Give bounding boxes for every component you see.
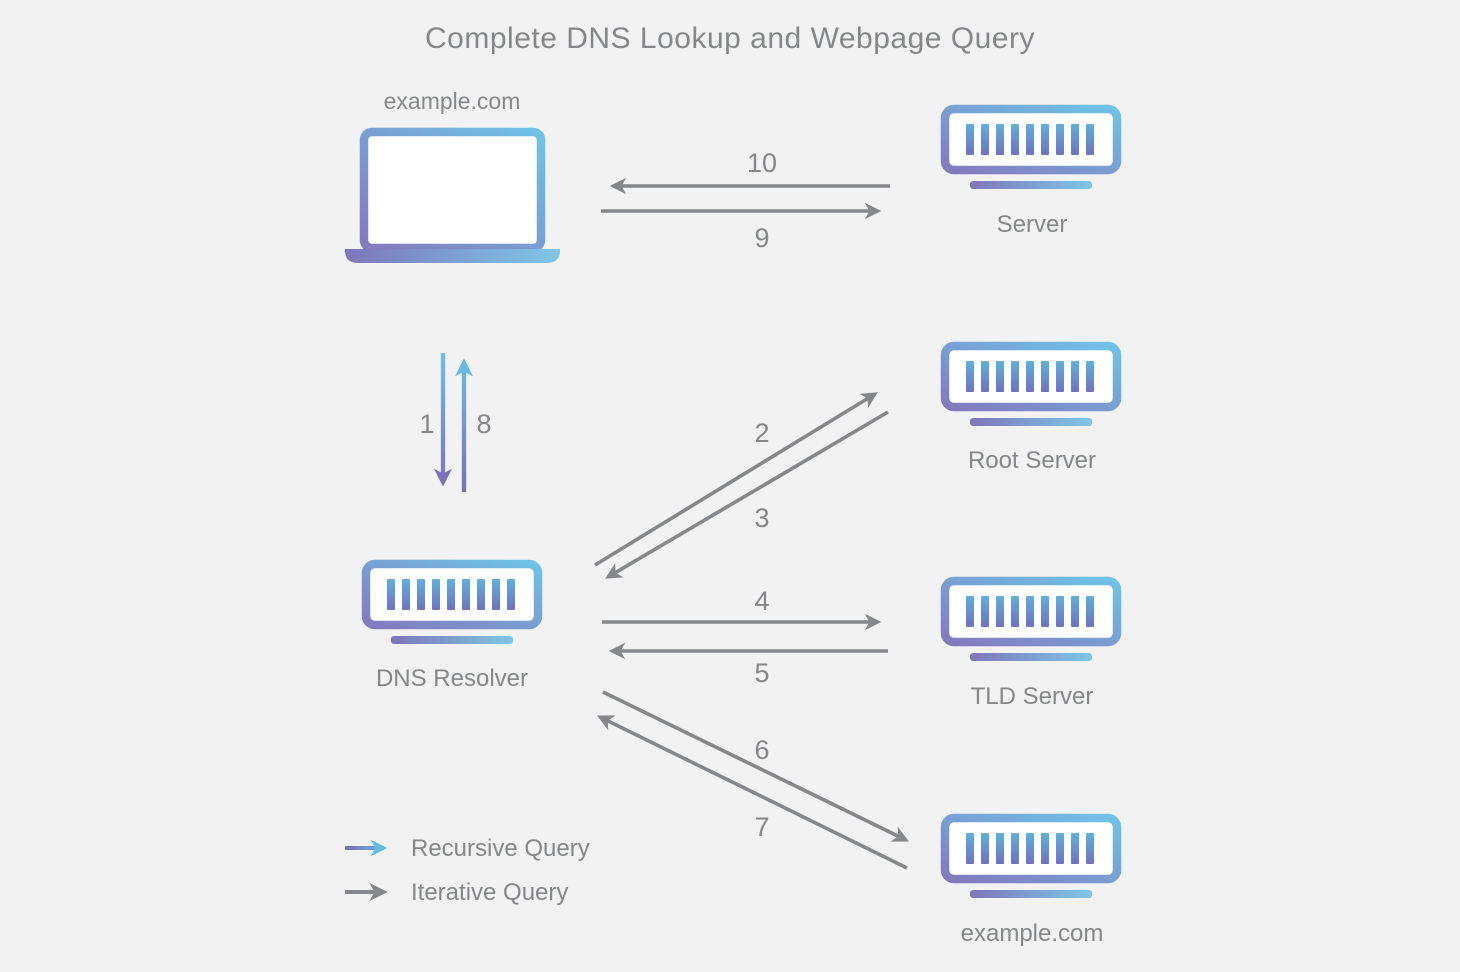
page-title: Complete DNS Lookup and Webpage Query	[425, 22, 1035, 55]
node-client-label: example.com	[384, 88, 521, 114]
server-icon	[945, 581, 1117, 661]
server-icon	[945, 346, 1117, 426]
legend: Recursive Query Iterative Query	[345, 835, 590, 906]
node-authoritative-server: example.com	[945, 818, 1117, 947]
laptop-icon	[345, 127, 560, 263]
server-icon	[945, 109, 1117, 189]
step-2-number: 2	[754, 418, 769, 448]
step-7-number: 7	[754, 812, 769, 842]
step-10-number: 10	[747, 148, 777, 178]
node-dns-resolver-label: DNS Resolver	[376, 665, 528, 692]
node-root-server: Root Server	[945, 346, 1117, 474]
node-authoritative-server-label: example.com	[961, 920, 1104, 947]
step-8-number: 8	[476, 409, 491, 439]
server-icon	[945, 818, 1117, 898]
legend-recursive-label: Recursive Query	[411, 835, 590, 862]
arrow-step-6	[602, 690, 909, 842]
legend-iterative-label: Iterative Query	[411, 879, 568, 906]
step-3-number: 3	[754, 503, 769, 533]
node-tld-server-label: TLD Server	[971, 683, 1094, 710]
node-client: example.com	[345, 88, 560, 263]
node-dns-resolver: DNS Resolver	[366, 564, 538, 692]
arrow-step-7	[597, 715, 908, 870]
arrow-step-3	[605, 410, 889, 579]
node-root-server-label: Root Server	[968, 447, 1096, 474]
step-4-number: 4	[754, 586, 769, 616]
step-9-number: 9	[754, 223, 769, 253]
step-1-number: 1	[419, 409, 434, 439]
server-icon	[366, 564, 538, 644]
node-web-server-label: Server	[997, 211, 1068, 238]
arrow-step-2	[594, 392, 878, 567]
node-tld-server: TLD Server	[945, 581, 1117, 710]
laptop-base	[345, 249, 560, 263]
step-6-number: 6	[754, 735, 769, 765]
laptop-screen	[359, 127, 546, 253]
node-web-server: Server	[945, 109, 1117, 238]
step-5-number: 5	[754, 658, 769, 688]
